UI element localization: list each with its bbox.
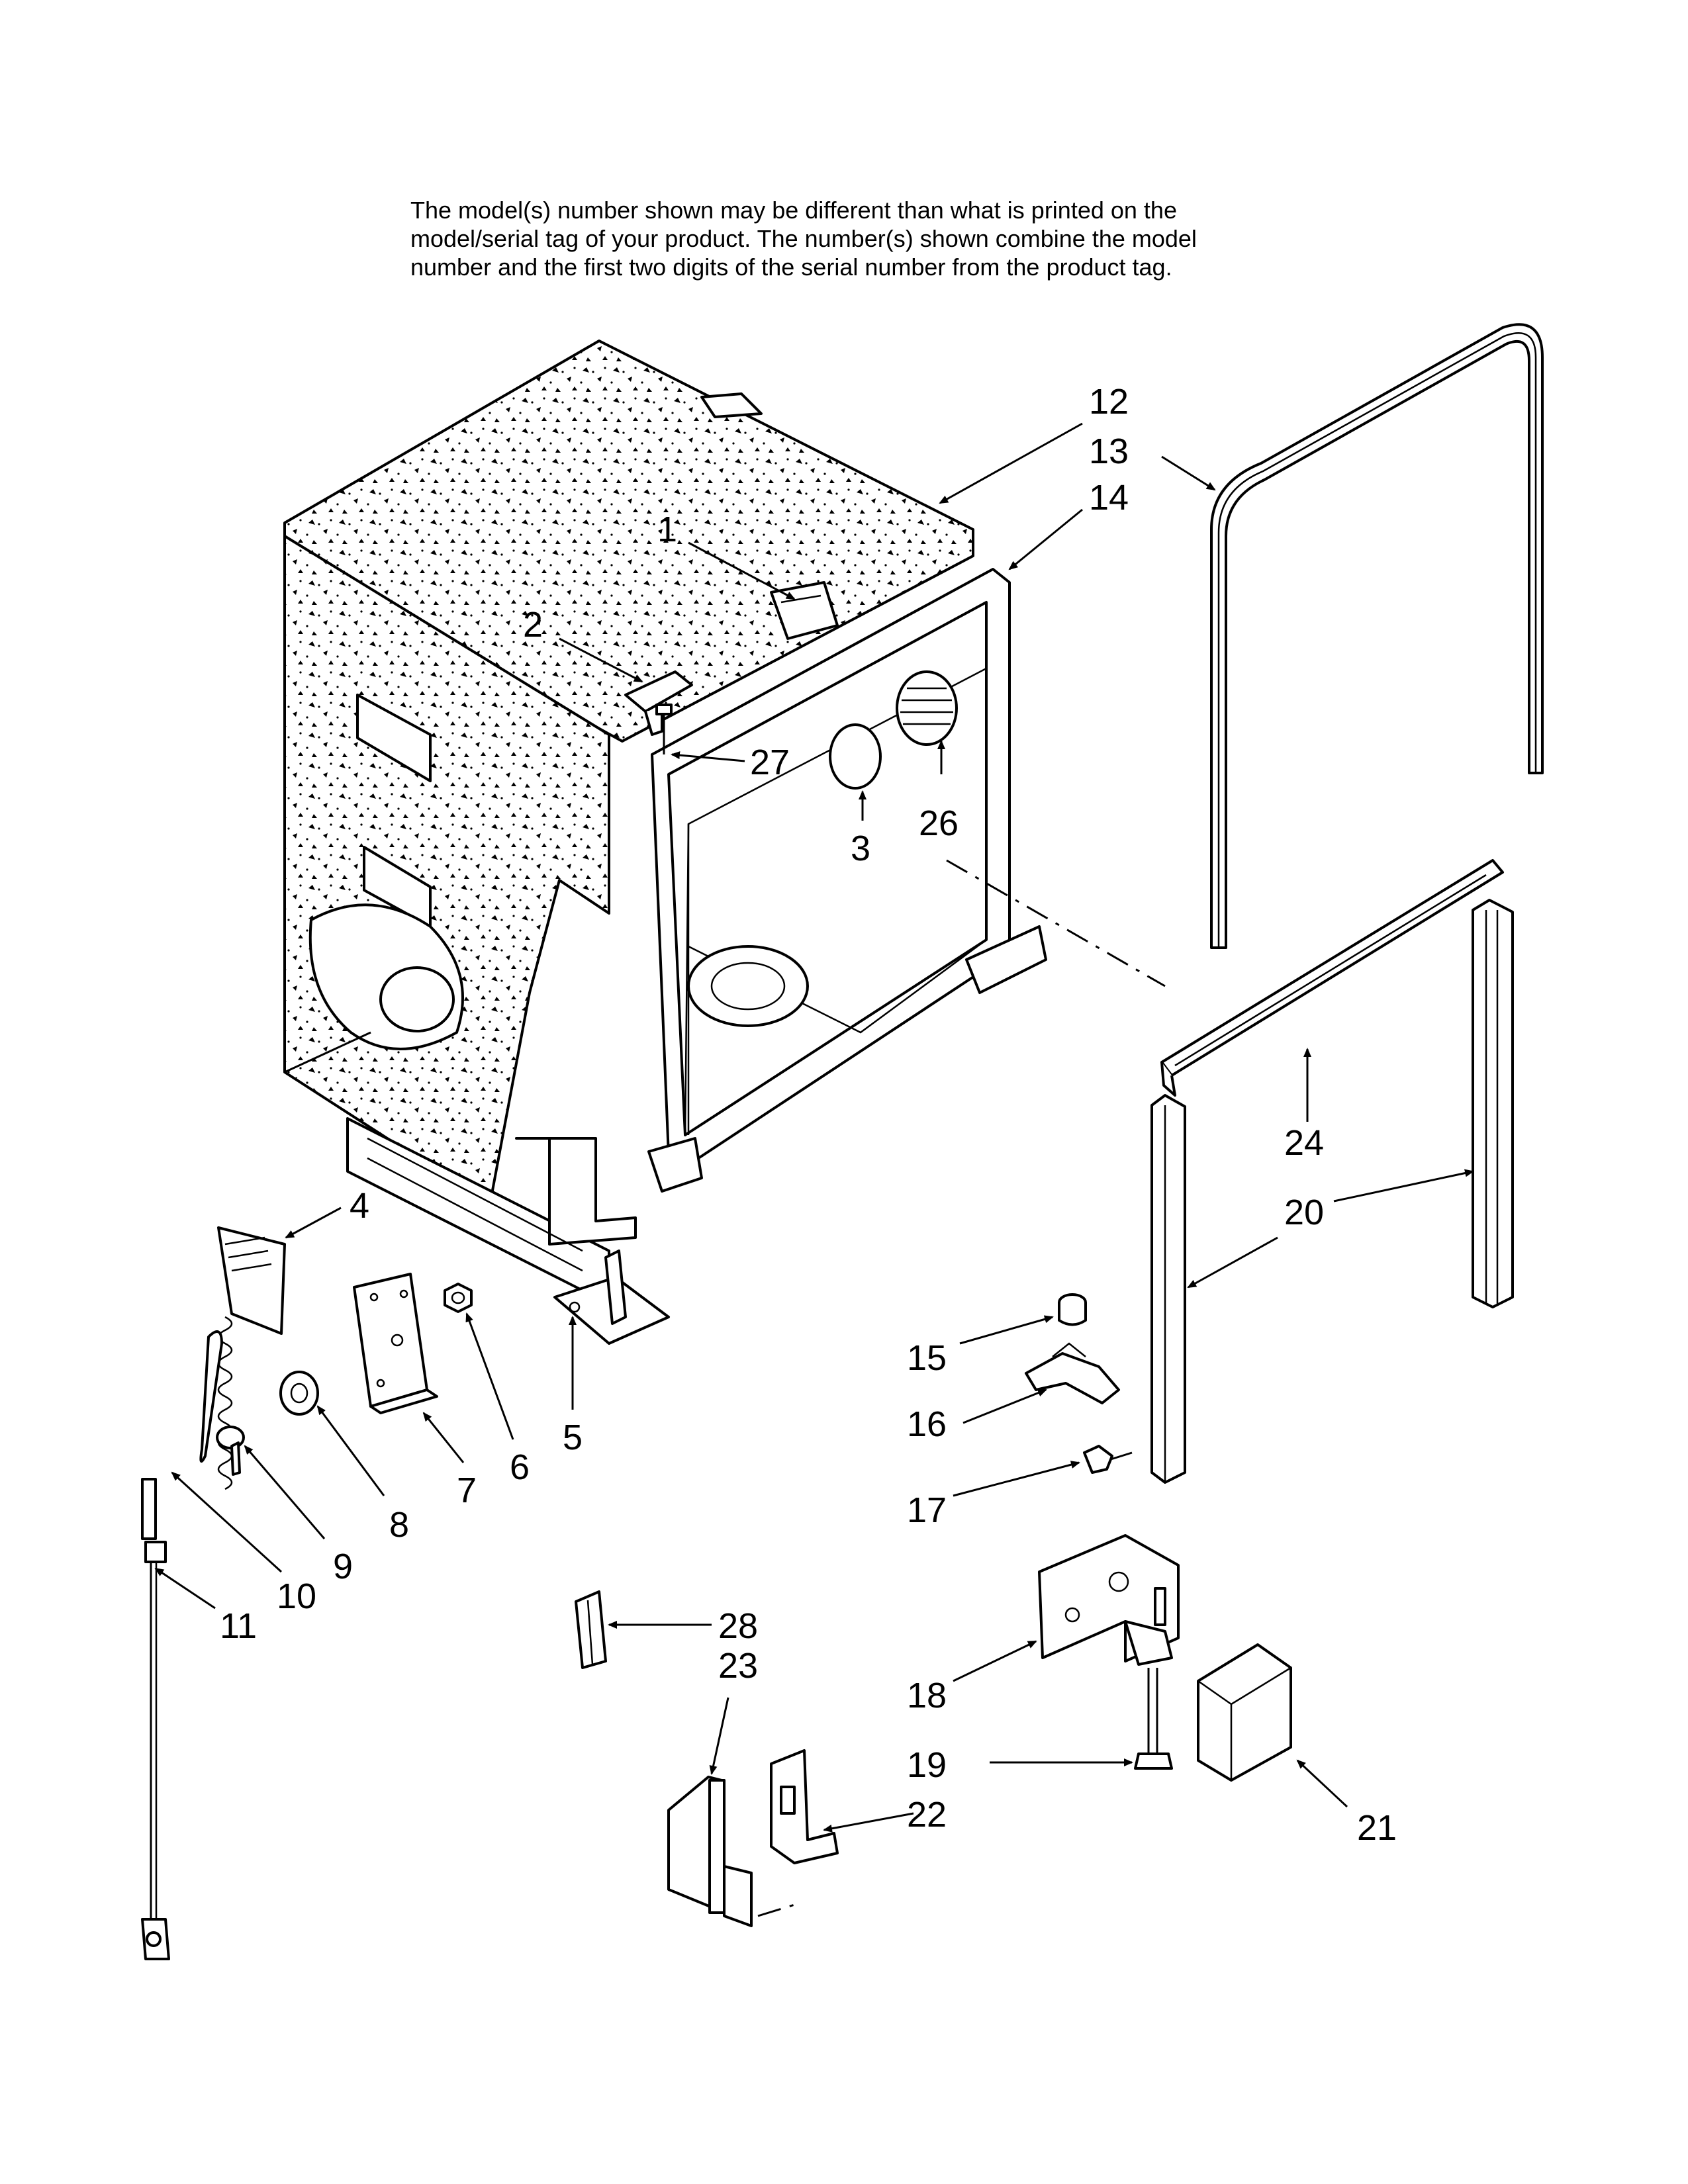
side-strip-right [1472, 899, 1514, 1308]
callout-28: 28 [718, 1606, 758, 1646]
door-spring [199, 1316, 233, 1490]
tub-insulation-wrap [283, 340, 974, 1206]
door-catch-bracket [1025, 1342, 1120, 1404]
callout-23: 23 [718, 1646, 758, 1686]
callout-6: 6 [510, 1447, 530, 1487]
screw-27 [655, 704, 673, 754]
hinge-bracket [553, 1250, 670, 1345]
side-trim-23 [667, 1776, 753, 1927]
callout-8: 8 [389, 1505, 409, 1545]
callout-4: 4 [350, 1186, 369, 1226]
callout-9: 9 [333, 1547, 353, 1586]
vent-grille [896, 670, 958, 746]
hinge-link-plate [217, 1226, 286, 1335]
callout-3: 3 [851, 829, 870, 868]
callout-13: 13 [1089, 432, 1129, 471]
toe-bracket-22 [757, 1749, 839, 1917]
callout-27: 27 [750, 743, 790, 782]
callout-numbers: 1 2 3 4 5 6 7 8 9 10 11 12 13 14 15 16 1… [220, 382, 1397, 1848]
side-strip-left [1150, 1094, 1186, 1484]
callout-2: 2 [523, 605, 543, 645]
callout-22: 22 [907, 1795, 947, 1835]
note-line-2: model/serial tag of your product. The nu… [410, 225, 1197, 252]
leveling-leg-screw [1134, 1668, 1173, 1770]
leg-bracket [1038, 1534, 1180, 1666]
model-number-note: The model(s) number shown may be differe… [410, 196, 1337, 281]
door-catch-cap [1058, 1293, 1087, 1326]
callout-15: 15 [907, 1338, 947, 1378]
note-line-1: The model(s) number shown may be differe… [410, 197, 1177, 224]
mounting-plate [353, 1273, 438, 1414]
callout-17: 17 [907, 1490, 947, 1530]
door-cable [141, 1478, 170, 1960]
door-gasket [1210, 323, 1544, 949]
shoulder-bolt [216, 1426, 245, 1476]
callout-7: 7 [457, 1471, 477, 1510]
leader-lines [154, 422, 1474, 1833]
hex-screw-17 [1083, 1445, 1133, 1474]
leg-cover [1197, 1643, 1292, 1782]
top-strip [1160, 859, 1504, 1097]
callout-1: 1 [657, 510, 677, 549]
callout-11: 11 [220, 1606, 257, 1646]
callout-21: 21 [1357, 1808, 1397, 1848]
callout-14: 14 [1089, 478, 1129, 518]
callout-18: 18 [907, 1676, 947, 1715]
callout-24: 24 [1284, 1123, 1324, 1163]
callout-19: 19 [907, 1745, 947, 1785]
callout-10: 10 [277, 1576, 316, 1616]
clip-28 [575, 1590, 607, 1669]
callout-26: 26 [919, 803, 959, 843]
callout-12: 12 [1089, 382, 1129, 422]
note-line-3: number and the first two digits of the s… [410, 253, 1172, 281]
nut [444, 1283, 473, 1313]
washer-roller [279, 1371, 319, 1416]
vent-gasket-ring [829, 723, 882, 790]
callout-20: 20 [1284, 1193, 1324, 1232]
callout-16: 16 [907, 1404, 947, 1444]
callout-5: 5 [563, 1418, 583, 1457]
